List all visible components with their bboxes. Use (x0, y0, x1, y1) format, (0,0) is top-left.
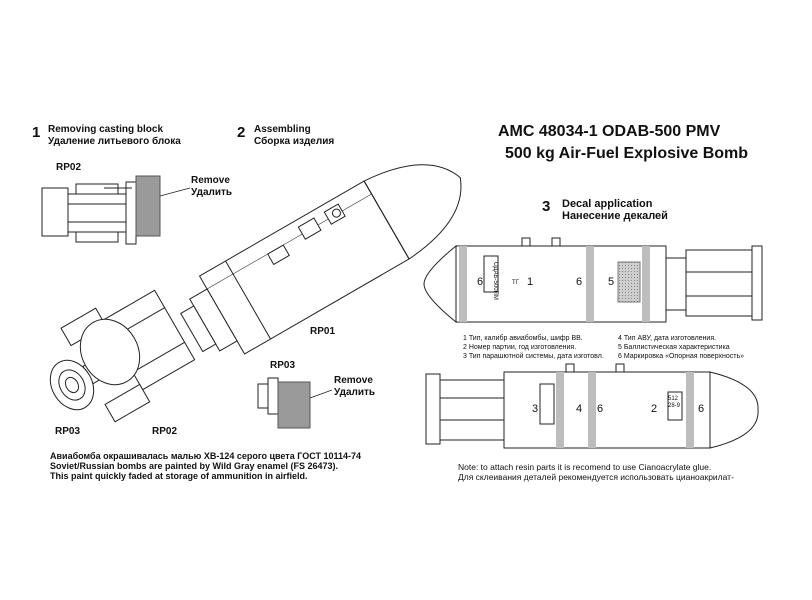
decal-number: 6 (698, 403, 705, 415)
part-label-rp03-right: RP03 (270, 360, 296, 371)
part-label-rp03-bottom: RP03 (55, 426, 81, 437)
legend-item: 1 Тип, калибр авиабомбы, шифр ВВ. (463, 335, 583, 342)
step-2-label-ru: Сборка изделия (254, 136, 335, 147)
decal-number: 6 (477, 276, 484, 288)
decal-legend-left: 1 Тип, калибр авиабомбы, шифр ВВ. 2 Номе… (463, 334, 604, 361)
step-2-label-en: Assembling (254, 124, 311, 135)
rp02-tail-unit-drawing (41, 175, 161, 245)
stencil-tg: ТГ (512, 280, 519, 286)
decal-number: 4 (576, 403, 583, 415)
part-label-rp02-bottom: RP02 (152, 426, 178, 437)
decal-number: 3 (532, 403, 539, 415)
decal-number: 6 (576, 276, 583, 288)
paint-note-line: Авиабомба окрашивалась малью ХВ-124 серо… (50, 451, 362, 461)
remove-label-top-ru: Удалить (191, 187, 233, 198)
glue-note-line: Для склеивания деталей рекомендуется исп… (458, 472, 734, 482)
bomb-side-view-bottom (425, 363, 759, 449)
step-2-number: 2 (237, 124, 246, 141)
decal-legend-right: 4 Тип АВУ, дата изготовления. 5 Баллисти… (618, 334, 744, 361)
legend-item: 6 Маркировка «Опорная поверхность» (618, 353, 745, 360)
decal-number: 2 (651, 403, 658, 415)
remove-label-bottom-en: Remove (334, 375, 373, 386)
decal-number: 6 (597, 403, 604, 415)
legend-item: 4 Тип АВУ, дата изготовления. (618, 335, 717, 342)
rp01-bomb-body-drawing (49, 164, 462, 423)
legend-item: 5 Баллистическая характеристика (618, 344, 730, 351)
paint-note: Авиабомба окрашивалась малью ХВ-124 серо… (50, 451, 361, 481)
part-label-rp02-top: RP02 (56, 162, 82, 173)
rp03-part-drawing (257, 377, 311, 429)
stencil-batch: 512 28-9 (668, 396, 681, 409)
bomb-side-view-top (423, 237, 763, 324)
remove-label-top-en: Remove (191, 175, 230, 186)
step-1-label-en: Removing casting block (48, 124, 164, 135)
stencil-odab: ОДАБ-500ПМ (492, 262, 498, 300)
glue-note-line: Note: to attach resin parts it is recome… (458, 462, 712, 472)
page-title-line-1: AMC 48034-1 ODAB-500 PMV (498, 123, 721, 140)
step-3-label-en: Decal application (562, 198, 653, 210)
step-1-number: 1 (32, 124, 41, 141)
step-1-label-ru: Удаление литьевого блока (48, 136, 181, 147)
step-3-label-ru: Нанесение декалей (562, 210, 668, 222)
remove-label-bottom-ru: Удалить (334, 387, 376, 398)
glue-note: Note: to attach resin parts it is recome… (458, 462, 734, 482)
legend-item: 3 Тип парашютной системы, дата изготовл. (463, 353, 604, 360)
page-title-line-2: 500 kg Air-Fuel Explosive Bomb (505, 145, 749, 162)
step-3-number: 3 (542, 198, 551, 215)
paint-note-line: This paint quickly faded at storage of a… (50, 471, 308, 481)
decal-number: 1 (527, 276, 534, 288)
paint-note-line: Soviet/Russian bombs are painted by Wild… (50, 461, 339, 471)
part-label-rp01: RP01 (310, 326, 336, 337)
legend-item: 2 Номер партии, год изготовления. (463, 344, 577, 351)
decal-number: 5 (608, 276, 615, 288)
